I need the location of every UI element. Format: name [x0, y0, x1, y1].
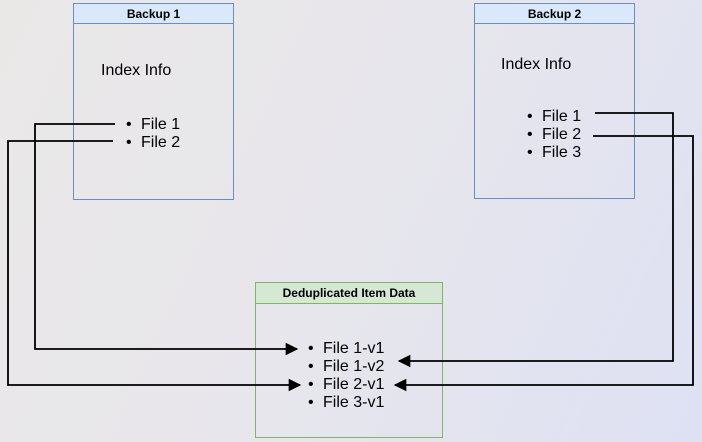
list-item: File 1-v1 [308, 340, 384, 358]
list-item: File 1 [126, 116, 180, 134]
backup2-index-info-label: Index Info [501, 56, 572, 73]
backup2-file-list: File 1 File 2 File 3 [527, 108, 581, 162]
dedup-file-list: File 1-v1 File 1-v2 File 2-v1 File 3-v1 [308, 340, 384, 412]
dedup-header: Deduplicated Item Data [256, 283, 442, 304]
backup1-header: Backup 1 [74, 4, 233, 24]
list-item: File 2 [527, 126, 581, 144]
dedup-title: Deduplicated Item Data [282, 286, 416, 300]
backup2-title: Backup 2 [527, 6, 582, 21]
list-item: File 1-v2 [308, 358, 384, 376]
backup1-index-info-label: Index Info [101, 62, 172, 79]
list-item: File 3-v1 [308, 394, 384, 412]
backup1-file-list: File 1 File 2 [126, 116, 180, 152]
list-item: File 2-v1 [308, 376, 384, 394]
list-item: File 2 [126, 134, 180, 152]
backup1-box: Backup 1 Index Info File 1 File 2 [73, 3, 234, 200]
backup1-title: Backup 1 [126, 6, 181, 21]
backup2-box: Backup 2 Index Info File 1 File 2 File 3 [474, 3, 635, 199]
backup2-header: Backup 2 [475, 4, 634, 24]
list-item: File 3 [527, 144, 581, 162]
list-item: File 1 [527, 108, 581, 126]
dedup-box: Deduplicated Item Data File 1-v1 File 1-… [255, 282, 443, 438]
